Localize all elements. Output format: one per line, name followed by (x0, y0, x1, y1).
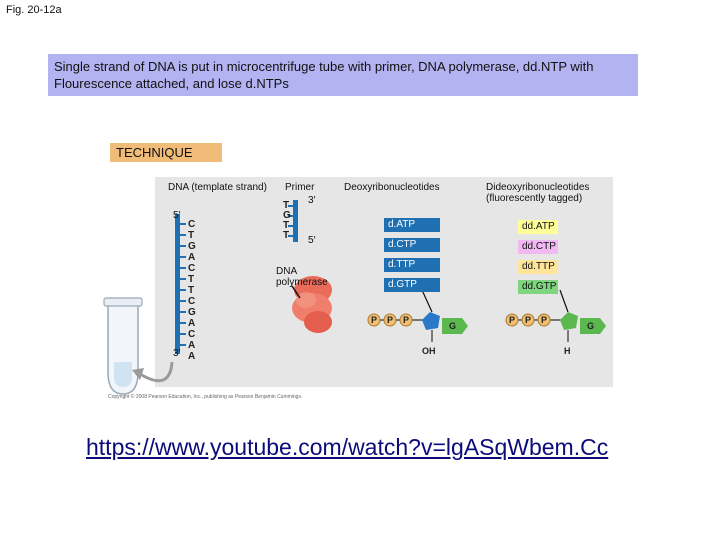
phosphate-label: P (509, 315, 516, 325)
primer-base: G (283, 210, 291, 221)
template-base: G (188, 241, 196, 252)
deoxy-tile-dctp: d.CTP (384, 238, 440, 252)
header-primer: Primer (285, 182, 315, 193)
primer-three-prime: 3′ (308, 195, 316, 206)
template-base: T (188, 274, 195, 285)
dideoxy-tile-ddatp: dd.ATP (518, 220, 558, 234)
figure-label: Fig. 20-12a (6, 4, 62, 16)
header-dideoxyribonucleotides: Dideoxyribonucleotides (fluorescently ta… (486, 182, 590, 204)
template-base: G (188, 307, 196, 318)
template-base: C (188, 329, 196, 340)
template-strand-backbone (175, 214, 180, 354)
dideoxy-tile-ddctp: dd.CTP (518, 240, 558, 254)
curved-arrow (139, 361, 174, 383)
hydrogen-label: H (564, 346, 571, 356)
polymerase-label: DNA polymerase (276, 266, 328, 288)
primer-backbone (293, 200, 298, 242)
phosphate-label: P (387, 315, 394, 325)
polymerase-pointer (291, 285, 301, 299)
primer-base: T (283, 230, 290, 241)
template-base: T (188, 285, 195, 296)
template-base: C (188, 296, 196, 307)
phosphate-label: P (525, 315, 532, 325)
base-label-dideoxy: G (587, 321, 595, 331)
ddgtp-molecule (505, 312, 606, 342)
phosphate-label: P (371, 315, 378, 325)
template-base: A (188, 252, 196, 263)
deoxy-tile-dttp: d.TTP (384, 258, 440, 272)
dideoxy-tile-ddgtp: dd.GTP (518, 280, 558, 294)
deoxy-tile-dgtp: d.GTP (384, 278, 440, 292)
dideoxy-tile-ddttp: dd.TTP (518, 260, 558, 274)
base-label-deoxy: G (449, 321, 457, 331)
phosphate-label: P (541, 315, 548, 325)
primer-base: T (283, 220, 290, 231)
dgtp-molecule (367, 312, 468, 342)
caption-box: Single strand of DNA is put in microcent… (48, 54, 638, 96)
hydroxyl-label: OH (422, 346, 436, 356)
primer-five-prime: 5′ (308, 235, 316, 246)
primer-base: T (283, 200, 290, 211)
template-three-prime: 3′ (173, 348, 181, 359)
header-dna-template: DNA (template strand) (168, 182, 267, 193)
deoxy-tile-datp: d.ATP (384, 218, 440, 232)
template-base: A (188, 351, 196, 362)
copyright-text: Copyright © 2008 Pearson Education, Inc.… (108, 394, 303, 400)
header-deoxyribonucleotides: Deoxyribonucleotides (344, 182, 440, 193)
template-base: A (188, 340, 196, 351)
youtube-link[interactable]: https://www.youtube.com/watch?v=lgASqWbe… (86, 434, 609, 460)
template-five-prime: 5′ (173, 210, 181, 221)
dna-polymerase (292, 276, 332, 333)
phosphate-label: P (403, 315, 410, 325)
figure-panel: DNA (template strand) Primer Deoxyribonu… (100, 162, 660, 402)
template-base: C (188, 263, 196, 274)
template-base: T (188, 230, 195, 241)
template-base: A (188, 318, 196, 329)
technique-label: TECHNIQUE (110, 143, 222, 162)
template-base: C (188, 219, 196, 230)
